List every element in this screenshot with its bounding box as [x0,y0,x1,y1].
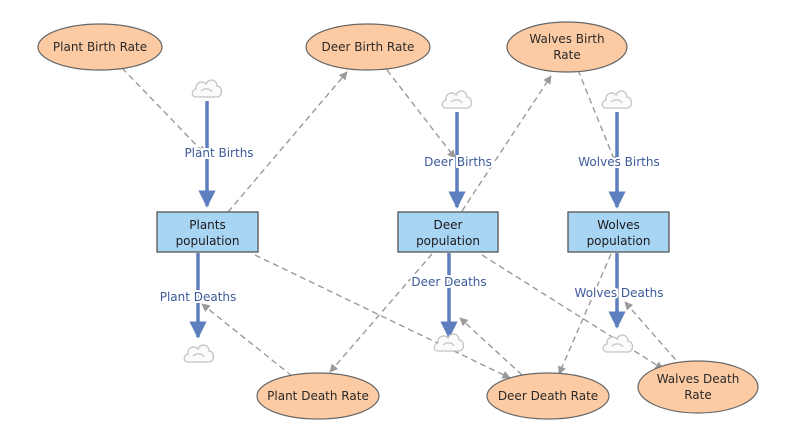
link-wolves-death-rate-to-wolves-deaths [624,301,683,368]
link-deer-to-plant-death-rate [329,253,433,373]
cloud-icon [441,90,473,109]
flow-label-wolves-births: Wolves Births [578,155,659,169]
flow-label-deer-births: Deer Births [424,155,492,169]
cloud-icon [183,344,215,363]
flow-label-wolves-deaths: Wolves Deaths [575,286,664,300]
rates: Plant Birth Rate Deer Birth Rate Walves … [37,21,759,420]
link-wolves-birth-rate-to-wolves-births [577,69,618,165]
rate-plant-birth-rate[interactable]: Plant Birth Rate [37,23,163,71]
link-plants-to-deer-birth-rate [227,71,348,213]
rate-label: Rate [684,388,712,402]
flow-labels: Plant Births Deer Births Wolves Births P… [158,144,666,306]
rate-deer-death-rate[interactable]: Deer Death Rate [486,372,610,420]
cloud-icon [601,90,633,109]
link-plant-birth-rate-to-plant-births [121,67,206,155]
cloud-icon [433,333,465,352]
stock-label: Deer [434,218,463,232]
stock-label: population [587,234,651,248]
rate-label: Deer Death Rate [498,389,598,403]
stock-deer-population[interactable]: Deer population [397,211,499,253]
stock-label: population [416,234,480,248]
rate-label: Deer Birth Rate [322,40,415,54]
link-deer-birth-rate-to-deer-births [386,69,456,159]
flow-label-plant-deaths: Plant Deaths [160,290,237,304]
link-wolves-to-deer-death-rate [558,253,612,375]
rate-deer-birth-rate[interactable]: Deer Birth Rate [305,23,431,71]
stocks: Plants population Deer population Wolves… [156,211,670,253]
stock-label: Plants [189,218,226,232]
link-plant-death-rate-to-plant-deaths [201,303,293,377]
flow-label-plant-births: Plant Births [184,146,253,160]
clouds [183,79,634,363]
stock-wolves-population[interactable]: Wolves population [567,211,670,253]
link-plants-to-deer-death-rate [254,254,511,379]
link-deer-death-rate-to-deer-deaths [459,317,523,376]
link-deer-to-wolves-death-rate [481,254,664,370]
rate-label: Plant Birth Rate [53,40,147,54]
rate-label: Walves Death [657,372,740,386]
rate-wolves-birth-rate[interactable]: Walves Birth Rate [506,21,628,73]
link-deer-to-wolves-birth-rate [461,75,552,212]
cloud-icon [191,79,223,98]
flow-arrows [189,101,626,339]
rate-label: Walves Birth [529,32,604,46]
cloud-icon [602,334,634,353]
stock-label: population [176,234,240,248]
rate-label: Plant Death Rate [267,389,369,403]
stock-plants-population[interactable]: Plants population [156,211,259,253]
flow-label-deer-deaths: Deer Deaths [411,275,486,289]
stock-label: Wolves [597,218,640,232]
rate-plant-death-rate[interactable]: Plant Death Rate [256,372,380,420]
rate-wolves-death-rate[interactable]: Walves Death Rate [637,360,759,414]
rate-label: Rate [553,48,581,62]
influence-links [121,67,683,379]
